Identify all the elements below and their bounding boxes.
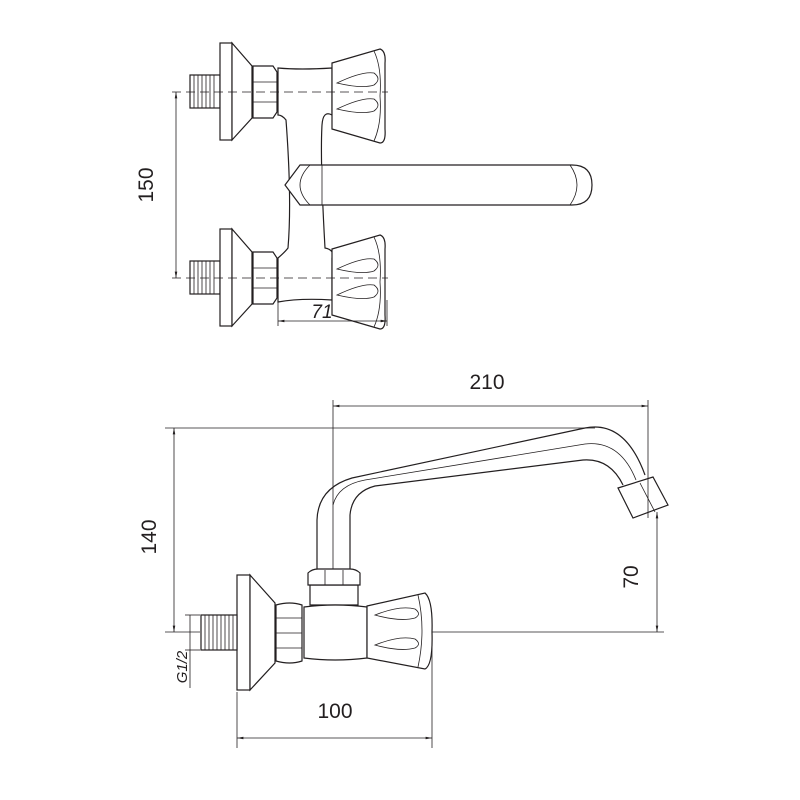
side-aerator [617, 476, 669, 519]
dim-210-label: 210 [469, 371, 504, 394]
top-knob-lower [331, 234, 386, 330]
thread-size-label: G1/2 [174, 650, 191, 683]
top-knob-upper [331, 48, 386, 144]
dim-140-label: 140 [138, 519, 161, 554]
dim-71-label: 71 [311, 302, 332, 323]
side-upper-nut [307, 568, 361, 586]
side-spout [316, 426, 646, 570]
top-view: 150 71 [135, 42, 593, 330]
side-flange [236, 574, 251, 691]
side-valve-body [303, 604, 368, 661]
side-thread-nipple [200, 614, 238, 651]
top-valve-lower [189, 228, 278, 327]
dim-70-label: 70 [620, 565, 643, 588]
side-view: 210 140 70 100 G1/2 [138, 371, 669, 748]
dim-100-label: 100 [317, 700, 352, 723]
top-spout [284, 164, 593, 206]
dim-150-label: 150 [135, 167, 158, 202]
top-valve-upper [189, 42, 278, 141]
